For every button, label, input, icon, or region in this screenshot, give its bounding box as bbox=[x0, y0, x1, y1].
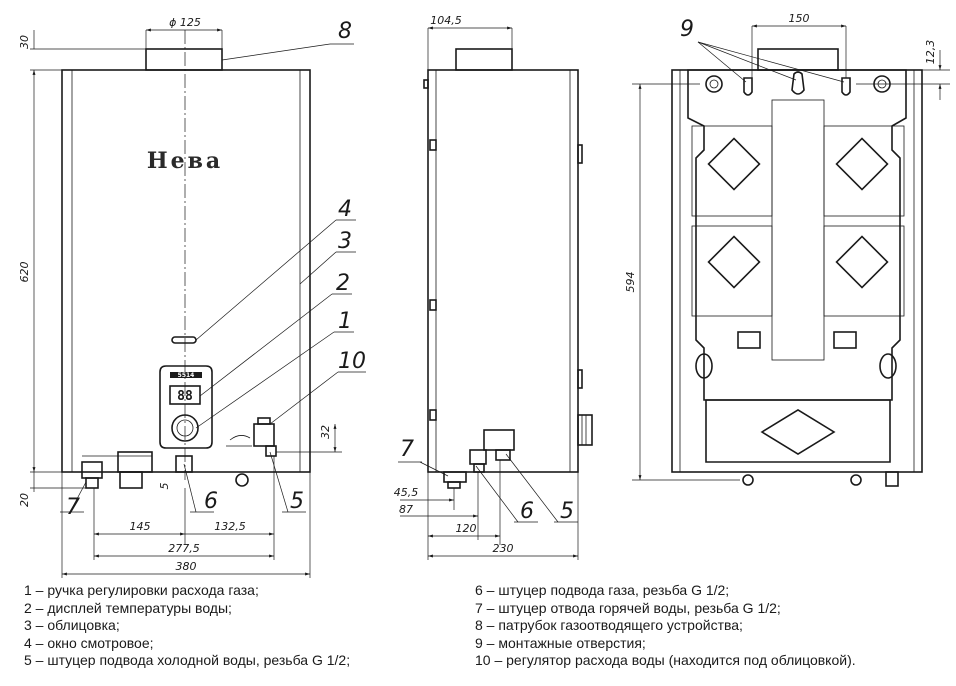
legend-item-1: 1 – ручка регулировки расхода газа; bbox=[24, 582, 259, 598]
dim-30: 30 bbox=[18, 35, 31, 49]
callout-2: 2 bbox=[336, 271, 350, 296]
callout-6-front: 6 bbox=[204, 489, 218, 514]
dim-150: 150 bbox=[789, 12, 810, 25]
front-callouts: 8 4 3 2 1 10 7 6 5 bbox=[60, 19, 366, 520]
callout-10: 10 bbox=[338, 349, 366, 374]
lower-window-cutout bbox=[760, 409, 836, 455]
callout-9: 9 bbox=[680, 17, 694, 42]
legend-item-2: 2 – дисплей температуры воды; bbox=[24, 599, 232, 616]
dim-230: 230 bbox=[493, 542, 514, 555]
dim-20: 20 bbox=[18, 493, 31, 507]
back-callouts: 9 bbox=[680, 17, 845, 83]
side-dimensions: 104,5 45,5 87 120 230 bbox=[394, 14, 579, 560]
flue-pipe-side bbox=[455, 48, 513, 71]
flue-pipe-back bbox=[757, 48, 839, 71]
casing-front bbox=[61, 69, 311, 473]
window-cutout-2 bbox=[835, 137, 889, 191]
legend-item-3: 3 – облицовка; bbox=[24, 617, 120, 633]
dim-87: 87 bbox=[399, 503, 413, 516]
legend-item-6: 6 – штуцер подвода газа, резьба G 1/2; bbox=[475, 582, 730, 598]
dim-145: 145 bbox=[130, 520, 151, 533]
casing-back bbox=[671, 69, 923, 473]
legend-right: 6 – штуцер подвода газа, резьба G 1/2; 7… bbox=[475, 582, 856, 670]
gas-control-knob bbox=[171, 414, 199, 442]
callout-6-side: 6 bbox=[520, 499, 534, 524]
callout-5-front: 5 bbox=[290, 489, 304, 514]
mounting-hole-center bbox=[791, 71, 805, 95]
water-regulator bbox=[226, 417, 277, 457]
dim-380: 380 bbox=[176, 560, 197, 573]
callout-3: 3 bbox=[338, 229, 352, 254]
mounting-bracket bbox=[687, 69, 907, 401]
bottom-fittings-front bbox=[81, 451, 249, 489]
lower-panel bbox=[705, 399, 891, 463]
callout-8: 8 bbox=[338, 19, 352, 44]
legend-item-5: 5 – штуцер подвода холодной воды, резьба… bbox=[24, 652, 351, 668]
dim-32: 32 bbox=[319, 425, 332, 439]
dim-277-5: 277,5 bbox=[168, 542, 200, 555]
flue-pipe-front bbox=[145, 48, 223, 71]
legend-item-9: 9 – монтажные отверстия; bbox=[475, 634, 646, 651]
dim-45-5: 45,5 bbox=[394, 486, 419, 499]
dim-phi-125: ϕ 125 bbox=[169, 16, 201, 29]
back-dimensions: 150 12,3 594 bbox=[624, 12, 950, 481]
dim-132-5: 132,5 bbox=[214, 520, 246, 533]
dim-104-5: 104,5 bbox=[430, 14, 462, 27]
brand-logo: Нева bbox=[147, 148, 223, 174]
temperature-display bbox=[169, 385, 201, 405]
dim-5: 5 bbox=[158, 483, 171, 490]
legend-left: 1 – ручка регулировки расхода газа; 2 – … bbox=[24, 582, 350, 670]
window-cutout-4 bbox=[835, 235, 889, 289]
legend-item-8: 8 – патрубок газоотводящего устройства; bbox=[475, 617, 743, 633]
side-callouts: 7 6 5 bbox=[398, 437, 578, 524]
callout-4: 4 bbox=[338, 197, 352, 222]
legend-item-4: 4 – окно смотровое; bbox=[24, 634, 154, 651]
legend-item-7: 7 – штуцер отвода горячей воды, резьба G… bbox=[475, 599, 781, 616]
display-digits: 88 bbox=[177, 389, 193, 404]
callout-7-side: 7 bbox=[400, 437, 414, 462]
legend-item-10: 10 – регулятор расхода воды (находится п… bbox=[475, 652, 856, 668]
dim-120: 120 bbox=[456, 522, 477, 535]
dim-620: 620 bbox=[18, 262, 31, 283]
window-cutout-3 bbox=[707, 235, 761, 289]
side-view bbox=[423, 48, 593, 489]
front-view: Нева 5514 88 bbox=[61, 30, 311, 489]
mounting-hole-left bbox=[743, 77, 753, 96]
sight-window bbox=[171, 336, 197, 344]
dim-594: 594 bbox=[624, 272, 637, 293]
control-panel: 5514 88 bbox=[159, 365, 213, 449]
casing-side bbox=[427, 69, 579, 473]
mounting-hole-right bbox=[841, 77, 851, 96]
callout-1: 1 bbox=[338, 309, 352, 334]
side-fittings bbox=[443, 429, 515, 489]
callout-7-front: 7 bbox=[66, 495, 80, 520]
back-view bbox=[671, 48, 923, 487]
display-label: 5514 bbox=[178, 372, 195, 379]
side-knob bbox=[577, 414, 593, 446]
dim-12-3: 12,3 bbox=[924, 40, 937, 65]
front-dimensions: 30 620 20 ϕ 125 32 5 145 132,5 277,5 380 bbox=[18, 16, 342, 578]
window-cutout-1 bbox=[707, 137, 761, 191]
callout-5-side: 5 bbox=[560, 499, 574, 524]
